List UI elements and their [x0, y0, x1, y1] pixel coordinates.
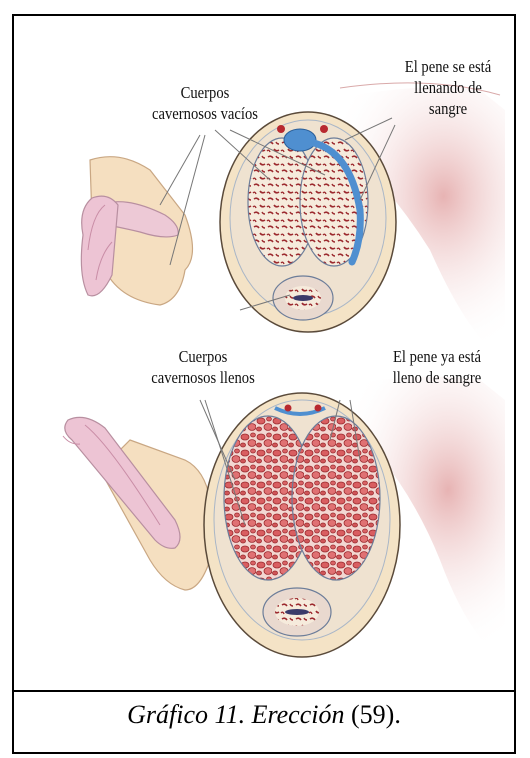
cross-section-empty [220, 112, 396, 332]
bottom-panel [63, 377, 505, 660]
label-filling-with-blood: El pene se está llenando de sangre [388, 56, 508, 119]
label-full-cavernosa: Cuerpos cavernosos llenos [130, 346, 276, 388]
top-panel [81, 83, 505, 360]
caption-divider [12, 690, 516, 692]
label-line: Cuerpos [130, 346, 276, 367]
caption-reference: (59). [345, 700, 401, 729]
label-line: llenando de [388, 77, 508, 98]
label-line: El pene se está [388, 56, 508, 77]
label-line: Cuerpos [132, 82, 278, 103]
cross-section-full [204, 393, 400, 657]
label-empty-cavernosa: Cuerpos cavernosos vacíos [132, 82, 278, 124]
figure-caption: Gráfico 11. Erección (59). [12, 700, 516, 730]
erect-penis-side-view [63, 417, 210, 590]
label-line: sangre [388, 98, 508, 119]
label-full-of-blood: El pene ya está lleno de sangre [373, 346, 502, 388]
flaccid-penis-side-view [81, 157, 192, 305]
label-line: cavernosos vacíos [132, 103, 278, 124]
label-line: lleno de sangre [373, 367, 502, 388]
label-line: El pene ya está [373, 346, 502, 367]
label-line: cavernosos llenos [130, 367, 276, 388]
caption-title: Gráfico 11. Erección [127, 700, 344, 729]
